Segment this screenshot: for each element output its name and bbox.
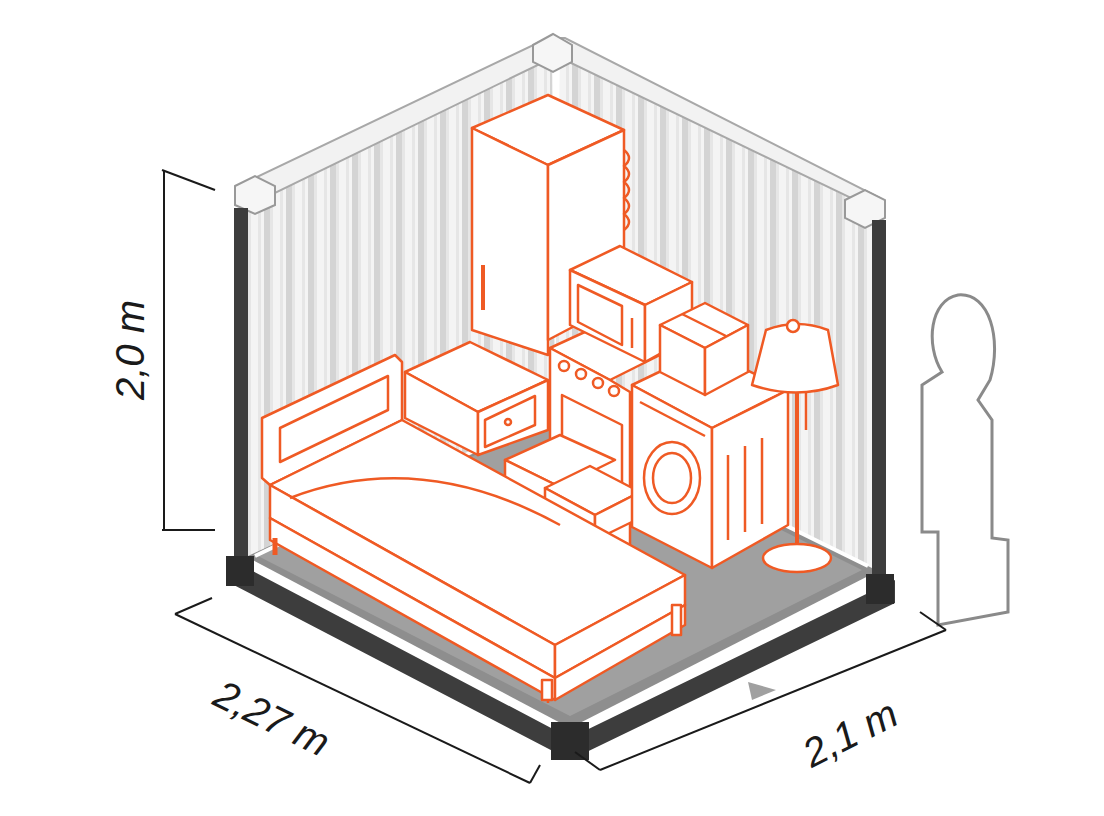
dimension-label: 2,27 m [208,673,335,763]
dimension-label: 2,1 m [796,692,903,773]
dimension-label: 2,0 m [110,300,150,400]
